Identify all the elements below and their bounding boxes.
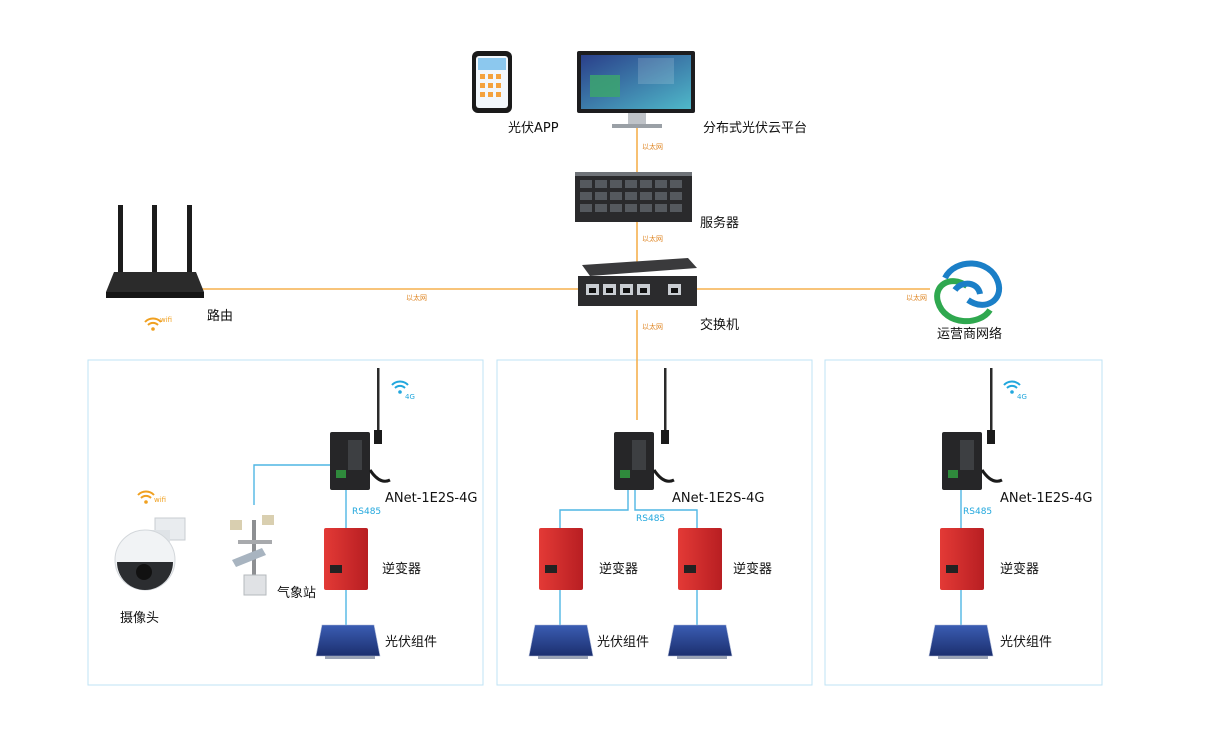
camera-label: 摄像头 (120, 611, 160, 626)
gateway-label-3: ANet-1E2S-4G (1000, 491, 1093, 506)
carrier-logo-icon (934, 260, 1003, 325)
ethernet-label-switch-carrier: 以太网 (906, 294, 927, 302)
pv-panel-2 (528, 624, 594, 659)
camera-icon (114, 517, 186, 591)
switch-label: 交换机 (700, 318, 740, 333)
cloud-platform-label: 分布式光伏云平台 (703, 121, 808, 136)
gateway-device-1 (330, 368, 391, 490)
router-wifi-label: wifi (160, 316, 173, 324)
inverter-device-4 (940, 528, 984, 590)
rs485-label-2: RS485 (636, 514, 666, 524)
carrier-network-label: 运营商网络 (937, 327, 1003, 342)
signal-4g-label-1: 4G (405, 393, 415, 401)
weather-station-icon (230, 515, 274, 596)
inverter-device-2 (539, 528, 583, 590)
gateway-device-2 (614, 368, 675, 490)
pv-panel-4 (928, 624, 994, 659)
server-icon (575, 172, 692, 222)
signal-4g-label-2: 4G (1017, 393, 1027, 401)
phone-icon (472, 51, 512, 113)
pv-module-label-1: 光伏组件 (385, 635, 438, 650)
ethernet-label-cloud-server: 以太网 (642, 143, 663, 151)
ethernet-label-server-switch: 以太网 (642, 235, 663, 243)
signal-4g-icon-1 (391, 380, 409, 394)
weather-station-label: 气象站 (277, 586, 317, 601)
gateway-device-3 (942, 368, 1003, 490)
pv-panel-1 (315, 624, 381, 659)
pv-module-label-2: 光伏组件 (597, 635, 650, 650)
site-box-3 (824, 359, 1103, 686)
inverter-label-1: 逆变器 (382, 562, 422, 577)
router-icon (106, 205, 204, 298)
inverter-device-1 (324, 528, 368, 590)
app-label: 光伏APP (508, 121, 559, 136)
pv-panel-3 (667, 624, 733, 659)
inverter-label-4: 逆变器 (1000, 562, 1040, 577)
server-label: 服务器 (700, 216, 740, 231)
rs485-label-1: RS485 (352, 507, 382, 517)
site-box-1 (87, 359, 484, 686)
field-lines (253, 464, 962, 625)
inverter-label-2: 逆变器 (599, 562, 639, 577)
rs485-label-3: RS485 (963, 507, 993, 517)
inverter-label-3: 逆变器 (733, 562, 773, 577)
ethernet-lines (200, 125, 930, 420)
ethernet-label-router-switch: 以太网 (406, 294, 427, 302)
switch-icon (578, 258, 697, 306)
site-box-2 (496, 359, 813, 686)
signal-4g-icon-2 (1003, 380, 1021, 394)
monitor-icon (577, 51, 695, 128)
gateway-label-1: ANet-1E2S-4G (385, 491, 478, 506)
router-label: 路由 (207, 309, 234, 324)
gateway-label-2: ANet-1E2S-4G (672, 491, 765, 506)
inverter-device-3 (678, 528, 722, 590)
camera-wifi-label: wifi (154, 496, 167, 504)
pv-module-label-3: 光伏组件 (1000, 635, 1053, 650)
ethernet-label-switch-gateway: 以太网 (642, 323, 663, 331)
router-wifi-icon (144, 317, 162, 331)
camera-wifi-icon (137, 490, 155, 504)
